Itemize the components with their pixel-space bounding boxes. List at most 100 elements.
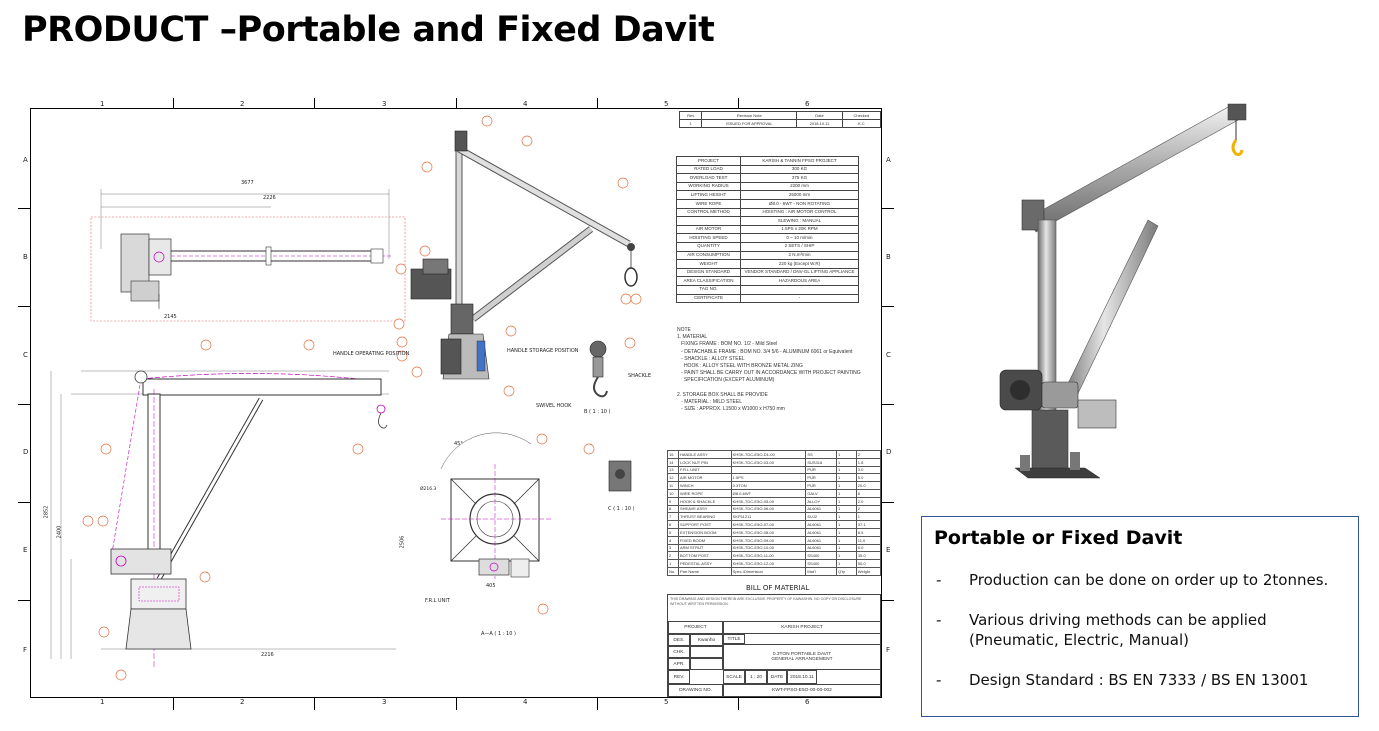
- bom-cell: AL6061: [805, 543, 838, 553]
- note-line: 1. MATERIAL: [677, 334, 708, 341]
- bom-cell: 6: [667, 520, 679, 529]
- bom-cell: 5: [667, 527, 679, 537]
- grid-letter: D: [886, 448, 892, 456]
- title-value-line: 0.3TON PORTABLE DAVIT: [772, 652, 832, 657]
- disclaimer-text: THIS DRAWING AND DESIGN THEREIN ARE EXCL…: [670, 597, 862, 606]
- bom-cell: 2: [855, 450, 882, 459]
- swivel-hook-label: SWIVEL HOOK: [536, 403, 572, 409]
- detail-b-label: B ( 1 : 10 ): [584, 409, 611, 415]
- apr-label: APR.: [668, 658, 690, 670]
- note-line: - PAINT SHALL BE CARRY OUT IN ACCORDANCE…: [677, 370, 861, 377]
- grid-letter: E: [23, 546, 28, 554]
- note-line: - MATERIAL : MILD STEEL: [677, 399, 743, 406]
- drawing-linework: [50, 115, 642, 681]
- info-item: Various driving methods can be applied (…: [969, 611, 1267, 649]
- bom-cell: SKF51211: [730, 512, 807, 522]
- bom-title: BILL OF MATERIAL: [746, 584, 810, 592]
- bom-cell: WINCH: [677, 481, 732, 490]
- spec-key: AIR MOTOR: [676, 224, 741, 235]
- bom-cell: 4: [667, 535, 679, 545]
- bom-cell: 35.0: [855, 551, 882, 561]
- frl-unit-label: F.R.L UNIT: [425, 598, 450, 604]
- bom-cell: SS400: [805, 559, 838, 568]
- bom-cell: FIXED BOOM: [677, 535, 732, 545]
- bullet-mark: -: [936, 611, 942, 629]
- bom-cell: PUR: [805, 481, 838, 490]
- bom-cell: 11: [667, 481, 679, 490]
- bom-cell: KHSK-TDC-E5O-10-00: [730, 543, 807, 553]
- drawing-no-label: DRAWING NO.: [668, 684, 723, 697]
- note-line: HOOK : ALLOY STEEL WITH BRONZE METAL ZIN…: [677, 363, 803, 370]
- bom-cell: 7: [667, 512, 679, 522]
- bom-cell: 10: [667, 488, 679, 498]
- spec-value: KARISH & TANNIN FPSO PROJECT: [740, 156, 859, 166]
- bom-cell: 1: [836, 457, 857, 467]
- drawing-no-value: KWT-FPSO-E5O-00-00-002: [723, 684, 881, 697]
- bom-cell: 9: [667, 496, 679, 506]
- grid-number: 2: [240, 698, 245, 706]
- grid-number: 3: [382, 698, 387, 706]
- spec-key: QUANTITY: [676, 241, 741, 252]
- bom-cell: KHSK-TDC-E5O-11-00: [730, 551, 807, 561]
- spec-value: 2 N.m³/min: [740, 250, 859, 261]
- spec-key: WEIGHT: [676, 259, 741, 269]
- bom-cell: PEDESTAL ASSY: [677, 559, 732, 568]
- bom-cell: SUJ2: [805, 512, 838, 522]
- spec-key: PROJECT: [676, 156, 741, 166]
- bom-cell: 3: [667, 543, 679, 553]
- spec-key: TAG NO.: [676, 284, 741, 295]
- bom-cell: 1: [836, 543, 857, 553]
- engineering-drawing: 3677 2226 2145 2216 2852 2400 2506 45° 4…: [30, 108, 882, 698]
- bom-cell: 20.0: [855, 481, 882, 490]
- note-line: FIXING FRAME : BOM NO. 1/2 - Mild Steel: [677, 341, 778, 348]
- bom-cell: ARM STRUT: [677, 543, 732, 553]
- bom-cell: 1: [836, 512, 857, 522]
- bom-cell: 1: [836, 527, 857, 537]
- bom-cell: KHSK-TDC-E5O-08-00: [730, 527, 807, 537]
- bom-cell: 1: [836, 504, 857, 514]
- bom-cell: 1: [836, 488, 857, 498]
- bom-cell: KHSK-TDC-E5O-05-00: [730, 496, 807, 506]
- bom-cell: GALV: [805, 488, 838, 498]
- bom-cell: Spec./Dimension: [730, 566, 807, 576]
- rev-cell: 1: [678, 119, 703, 128]
- dim-label: 2506: [399, 535, 406, 549]
- grid-letter: C: [23, 351, 28, 359]
- spec-value: 2200 mm: [740, 181, 859, 192]
- apr-value: [690, 658, 723, 670]
- detail-c-label: C ( 1 : 10 ): [608, 506, 635, 512]
- project-value: KARISH PROJECT: [723, 621, 881, 634]
- bom-cell: SUPPORT POST: [677, 520, 732, 529]
- bom-cell: 1: [836, 450, 857, 459]
- grid-letter: E: [886, 546, 891, 554]
- note-line: NOTE: [677, 327, 691, 333]
- grid-letter: C: [886, 351, 891, 359]
- bom-cell: HANDLE ASSY: [677, 450, 732, 459]
- grid-number: 3: [382, 100, 387, 108]
- bom-cell: F.R.L UNIT: [677, 465, 732, 475]
- spec-key: CONTROL METHOD: [676, 207, 741, 218]
- bom-cell: 1: [836, 465, 857, 475]
- bom-cell: AL6061: [805, 535, 838, 545]
- bom-cell: Q'ty: [836, 566, 857, 576]
- bom-cell: WIRE ROPE: [677, 488, 732, 498]
- bom-cell: 1: [836, 520, 857, 529]
- bom-cell: No.: [667, 566, 679, 576]
- bom-cell: 13: [667, 465, 679, 475]
- rev-cell: 2018.10.11: [796, 119, 843, 128]
